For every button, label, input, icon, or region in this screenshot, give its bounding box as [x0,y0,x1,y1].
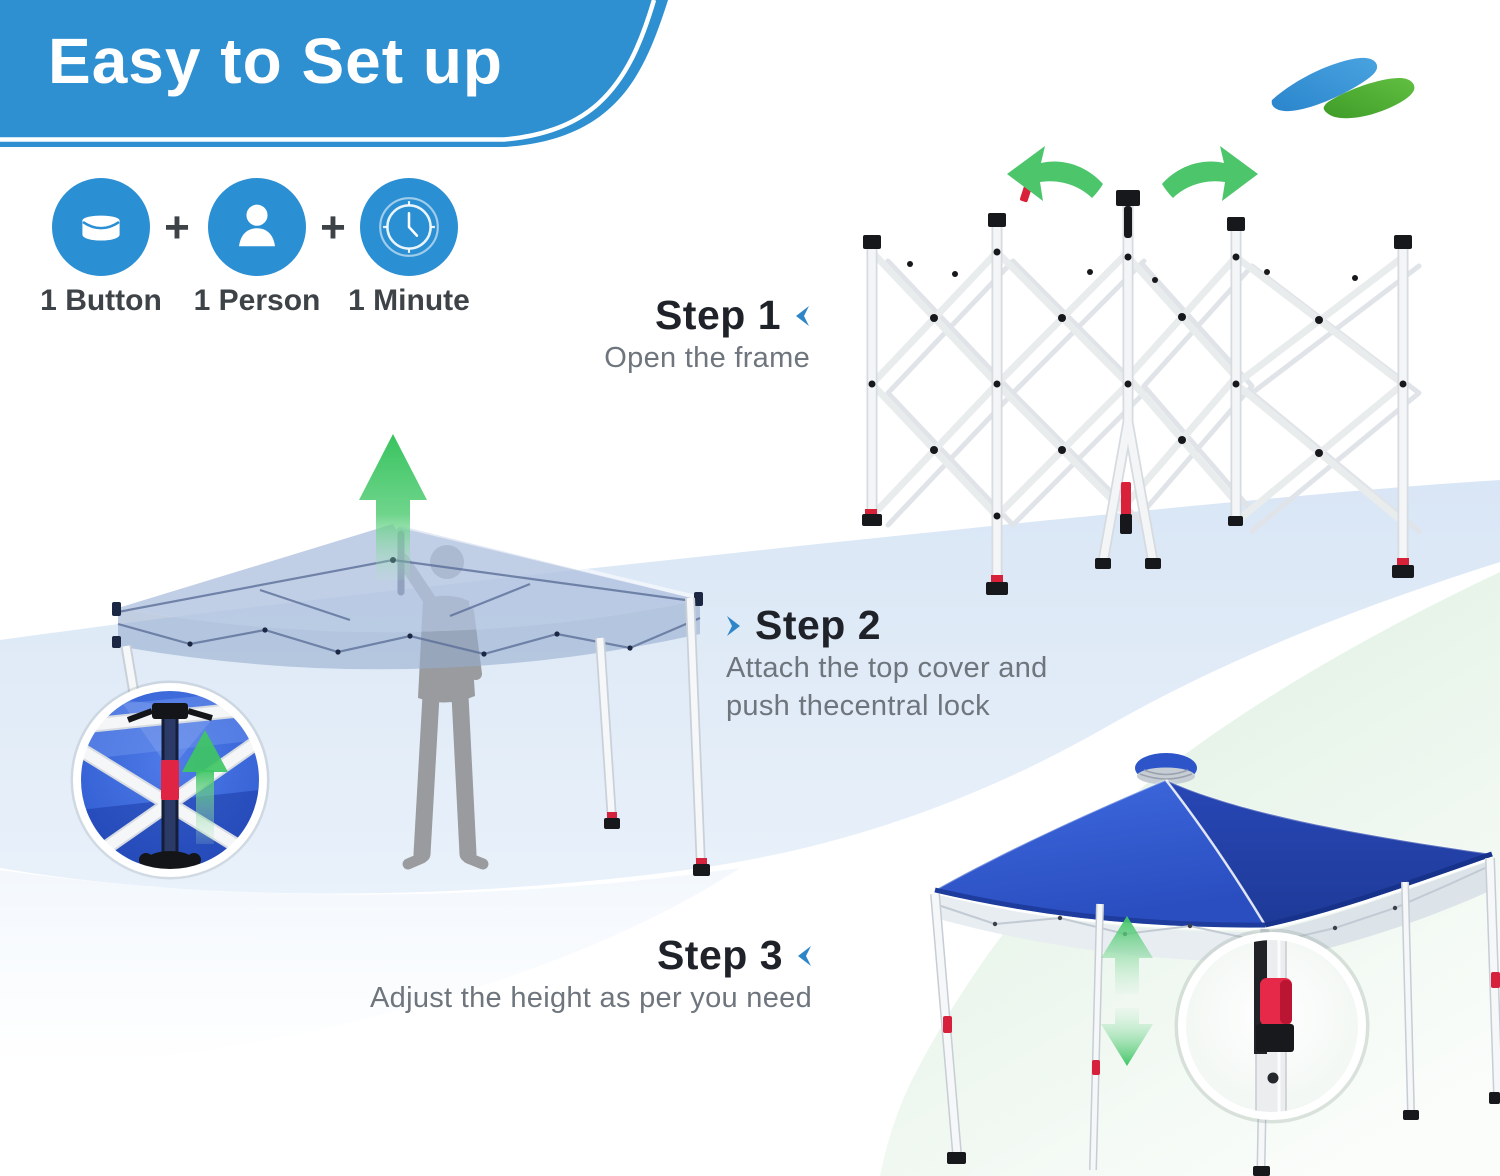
tent-legs [930,857,1500,1176]
step1-illustration-folded-frame [862,146,1422,595]
logo-blue-shape [1271,57,1378,112]
header-banner [0,0,668,147]
central-lock-inset [70,680,270,880]
chevron-right-icon [727,615,740,636]
feature-circle-minute [360,178,458,276]
open-arrow-right-icon [1162,146,1258,201]
step2-text-block: Step 2 Attach the top cover and push the… [726,602,1196,725]
step3-title: Step 3 [656,932,783,978]
open-arrow-left-icon [1007,146,1103,201]
feature-label-person: 1 Person [193,284,321,317]
step1-text-block: Step 1 Open the frame [350,292,810,377]
step1-title: Step 1 [654,292,781,338]
chevron-left-icon [798,945,811,966]
plus-separator-1: + [164,203,190,252]
leg-button-inset [1174,928,1370,1124]
frame-posts [868,196,1407,591]
feature-circle-button [52,178,150,276]
canopy-valance-right [1265,860,1492,962]
clock-icon [379,197,439,257]
canopy-vent [1135,753,1197,785]
step2-description-line1: Attach the top cover and [726,652,1048,684]
brand-swoosh-logo [1271,57,1415,119]
step2-description-line2: push thecentral lock [726,690,990,722]
logo-green-shape [1323,78,1415,119]
frame-posts-casing [866,194,1409,593]
step2-illustration-attach-cover [70,434,710,880]
canopy-seams [934,779,1493,931]
canopy-roof-right-face [1166,780,1492,925]
person-icon [239,204,275,247]
header-banner-shape [0,0,668,147]
push-up-arrow-icon [359,434,427,580]
height-up-arrow-icon [1101,916,1153,994]
bg-bottom-left-tint [0,868,740,1066]
canopy-roof-left-face [935,780,1265,926]
plus-separator-2: + [320,203,346,252]
chevron-left-icon [796,305,809,326]
step3-illustration-height-adjust [930,753,1500,1176]
button-icon [82,215,120,241]
frame-top-caps [863,190,1412,249]
bg-blue-band [0,480,1500,894]
step2-title: Step 2 [755,602,882,648]
canopy-right-edge-highlight [392,522,701,600]
feature-label-minute: 1 Minute [348,284,470,317]
header-banner-inner-line [0,0,657,142]
frame-joints [868,248,1407,520]
step3-description: Adjust the height as per you need [370,982,812,1014]
frame-lever-black [1120,514,1132,534]
frame-red-lever-center [1121,482,1131,516]
step1-description: Open the frame [604,342,810,374]
feature-label-button: 1 Button [40,284,162,317]
feature-circle-person [208,178,306,276]
frame-feet [862,509,1414,595]
step3-text-block: Step 3 Adjust the height as per you need [212,932,812,1017]
height-down-arrow-icon [1101,1008,1153,1066]
page-title: Easy to Set up [48,25,503,97]
